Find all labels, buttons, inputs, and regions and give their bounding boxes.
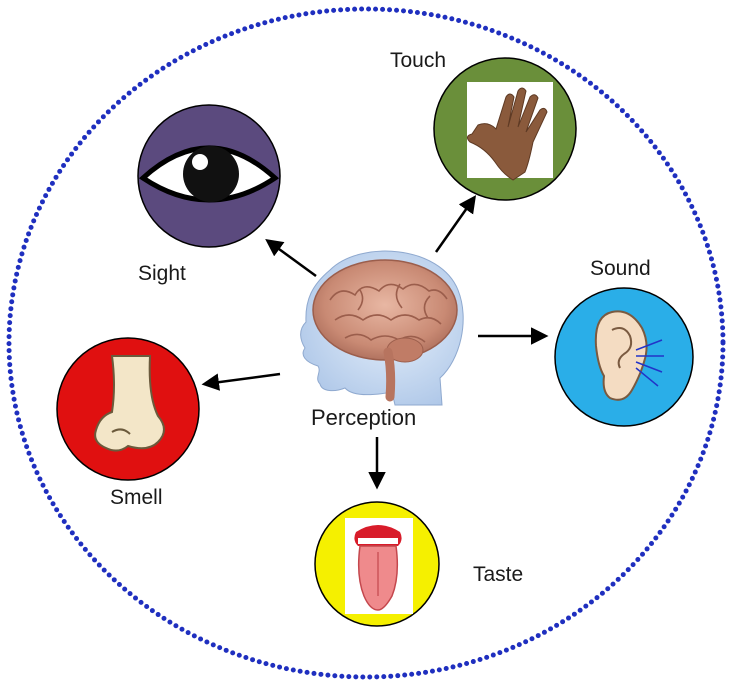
arrow-to-touch bbox=[436, 198, 474, 252]
touch-node bbox=[434, 58, 576, 200]
taste-node bbox=[315, 502, 439, 626]
sight-node bbox=[138, 105, 280, 247]
label-sound: Sound bbox=[590, 257, 651, 281]
arrow-to-sight bbox=[268, 241, 316, 276]
sound-node bbox=[555, 288, 693, 426]
label-taste: Taste bbox=[473, 563, 523, 587]
smell-node bbox=[57, 338, 199, 480]
label-perception: Perception bbox=[311, 405, 416, 431]
label-smell: Smell bbox=[110, 486, 163, 510]
brain-head-icon bbox=[301, 251, 464, 405]
label-sight: Sight bbox=[138, 262, 186, 286]
label-touch: Touch bbox=[390, 49, 446, 73]
arrow-to-smell bbox=[205, 374, 280, 384]
